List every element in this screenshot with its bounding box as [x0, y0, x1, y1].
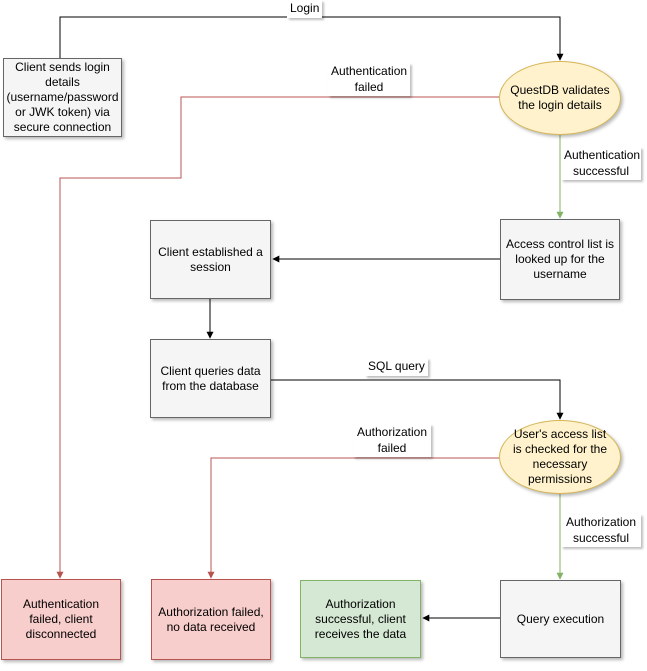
node-client-sends-login: Client sends login details (username/pas…	[3, 58, 122, 137]
edge-label-authorization-successful: Authorization successful	[561, 514, 641, 548]
node-authentication-failed-result: Authentication failed, client disconnect…	[1, 579, 121, 660]
node-acl-lookup: Access control list is looked up for the…	[500, 219, 620, 300]
node-query-execution: Query execution	[500, 580, 621, 658]
node-questdb-validates: QuestDB validates the login details	[499, 61, 621, 135]
edge-label-authorization-failed: Authorization failed	[353, 424, 431, 458]
edge-authorization-failed	[207, 457, 499, 579]
edge-authentication-failed	[56, 96, 499, 579]
node-authorization-failed-result: Authorization failed, no data received	[151, 579, 271, 660]
node-session-established: Client established a session	[150, 220, 271, 299]
edge-label-sql-query: SQL query	[365, 358, 428, 376]
node-client-queries: Client queries data from the database	[150, 339, 271, 418]
node-user-access-check: User's access list is checked for the ne…	[499, 420, 621, 494]
edge-label-authentication-successful: Authentication successful	[561, 147, 641, 181]
edge-label-authentication-failed: Authentication failed	[328, 63, 410, 97]
edge-label-login: Login	[287, 0, 323, 18]
edge-login	[59, 16, 564, 61]
node-authorization-successful-result: Authorization successful, client receive…	[300, 580, 421, 658]
edge-sql-query	[271, 379, 564, 420]
